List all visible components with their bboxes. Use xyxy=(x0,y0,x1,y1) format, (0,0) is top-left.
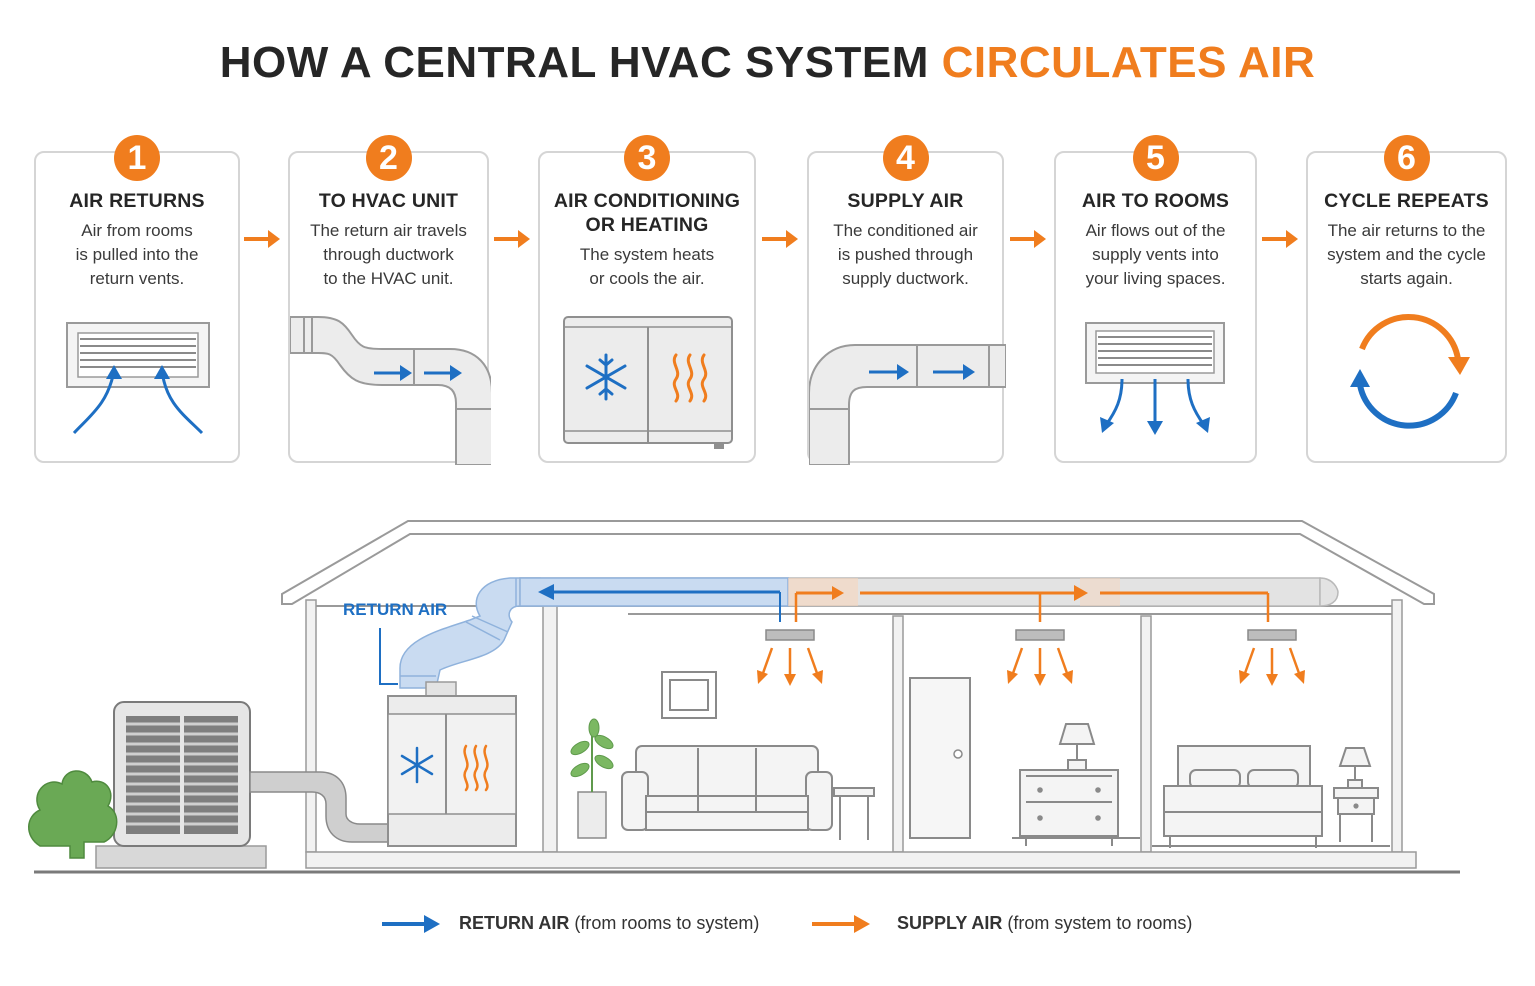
step-title: SUPPLY AIR xyxy=(847,190,964,212)
supply-duct-icon xyxy=(809,344,1006,465)
step-description-line: or cools the air. xyxy=(589,269,705,288)
cycle-icon xyxy=(1350,314,1470,429)
side-table xyxy=(833,787,875,840)
step-card-3: 3 AIR CONDITIONING OR HEATING The system… xyxy=(538,135,756,463)
partition-wall xyxy=(542,605,558,853)
step-card-5: 5 AIR TO ROOMS Air flows out of the supp… xyxy=(1054,135,1257,463)
step-title: CYCLE REPEATS xyxy=(1324,190,1489,212)
legend-return-detail: (from rooms to system) xyxy=(574,912,760,933)
return-arrow-icon xyxy=(382,915,440,933)
step-number-badge: 6 xyxy=(1383,135,1430,181)
indoor-hvac-unit xyxy=(387,681,517,847)
step-description-line: The conditioned air xyxy=(833,221,978,240)
flow-arrow-icon xyxy=(494,230,530,248)
heat-waves-icon xyxy=(672,353,708,403)
refrigerant-line xyxy=(249,771,389,843)
step-card-4: 4 SUPPLY AIR The conditioned air is push… xyxy=(807,135,1006,465)
step-title-line2: OR HEATING xyxy=(585,214,709,236)
step-description-line: to the HVAC unit. xyxy=(323,269,454,288)
flow-arrow-icon xyxy=(1010,230,1046,248)
bed xyxy=(1163,745,1323,848)
snowflake-icon xyxy=(400,746,434,784)
step-title: AIR TO ROOMS xyxy=(1081,190,1230,212)
title-main: HOW A CENTRAL HVAC SYSTEM xyxy=(219,38,929,87)
potted-plant xyxy=(570,718,614,839)
legend-supply: SUPPLY AIR (from system to rooms) xyxy=(812,912,1192,942)
step-number-badge: 4 xyxy=(882,135,929,181)
flow-arrow-icon xyxy=(244,230,280,248)
house-cross-section xyxy=(28,520,1460,874)
step-description-line: return vents. xyxy=(89,269,185,288)
house-wall-right xyxy=(1391,599,1403,853)
dresser xyxy=(1019,769,1119,846)
step-description-line: through ductwork xyxy=(323,245,454,264)
step-number-badge: 2 xyxy=(365,135,412,181)
step-title: TO HVAC UNIT xyxy=(318,190,459,212)
return-vent-icon xyxy=(66,322,210,435)
nightstand xyxy=(1333,787,1379,842)
supply-vent-icon xyxy=(1085,322,1225,435)
heat-waves-icon xyxy=(463,744,489,792)
step-description-line: The return air travels xyxy=(310,221,467,240)
legend-supply-detail: (from system to rooms) xyxy=(1007,912,1193,933)
sofa xyxy=(621,745,833,831)
step-description-line: is pushed through xyxy=(837,245,974,264)
shrub xyxy=(28,770,118,859)
step-description-line: The system heats xyxy=(579,245,715,264)
step-description-line: Air flows out of the xyxy=(1085,221,1226,240)
house-floor xyxy=(305,851,1417,869)
house-wall-left xyxy=(305,599,317,853)
partition-wall xyxy=(892,615,904,853)
step-description-line: Air from rooms xyxy=(81,221,193,240)
step-description-line: The air returns to the xyxy=(1327,221,1486,240)
step-title: AIR RETURNS xyxy=(69,190,205,212)
step-number-badge: 1 xyxy=(114,135,160,181)
step-card-6: 6 CYCLE REPEATS The air returns to the s… xyxy=(1306,135,1507,463)
step-description-line: supply vents into xyxy=(1092,245,1219,264)
step-card-1: 1 AIR RETURNS Air from rooms is pulled i… xyxy=(34,135,240,463)
table-lamp xyxy=(1338,747,1372,789)
legend-return: RETURN AIR (from rooms to system) xyxy=(382,912,759,942)
step-title: AIR CONDITIONING xyxy=(553,190,741,212)
step-number-badge: 3 xyxy=(624,135,670,181)
step-card-2: 2 TO HVAC UNIT The return air travels th… xyxy=(288,135,491,465)
title-highlight: CIRCULATES AIR xyxy=(941,38,1316,87)
return-duct xyxy=(399,577,541,689)
wall-picture-frame xyxy=(661,671,717,719)
house-roof xyxy=(281,520,1435,605)
step-number-badge: 5 xyxy=(1132,135,1179,181)
step-description-line: supply ductwork. xyxy=(842,269,969,288)
step-description-line: your living spaces. xyxy=(1085,269,1226,288)
flow-arrow-icon xyxy=(1262,230,1298,248)
supply-arrow-icon xyxy=(812,915,870,933)
return-air-label: RETURN AIR xyxy=(343,600,448,619)
ceiling-vent xyxy=(765,629,1297,641)
supply-air-arrows xyxy=(760,647,1302,678)
outdoor-condenser-unit xyxy=(95,701,267,869)
partition-wall xyxy=(1140,615,1152,853)
table-lamp xyxy=(1058,723,1096,771)
flow-arrow-icon xyxy=(762,230,798,248)
step-description-line: is pulled into the xyxy=(75,245,199,264)
step-description-line: system and the cycle xyxy=(1327,245,1486,264)
door xyxy=(909,677,971,839)
hvac-unit-icon xyxy=(563,316,733,449)
step-description-line: starts again. xyxy=(1360,269,1453,288)
legend-return-label: RETURN AIR xyxy=(459,912,570,933)
return-duct-icon xyxy=(290,316,491,465)
snowflake-icon xyxy=(585,353,627,401)
return-air-leader xyxy=(379,628,398,685)
page-title: HOW A CENTRAL HVAC SYSTEM CIRCULATES AIR xyxy=(0,38,1535,88)
legend-supply-label: SUPPLY AIR xyxy=(897,912,1003,933)
